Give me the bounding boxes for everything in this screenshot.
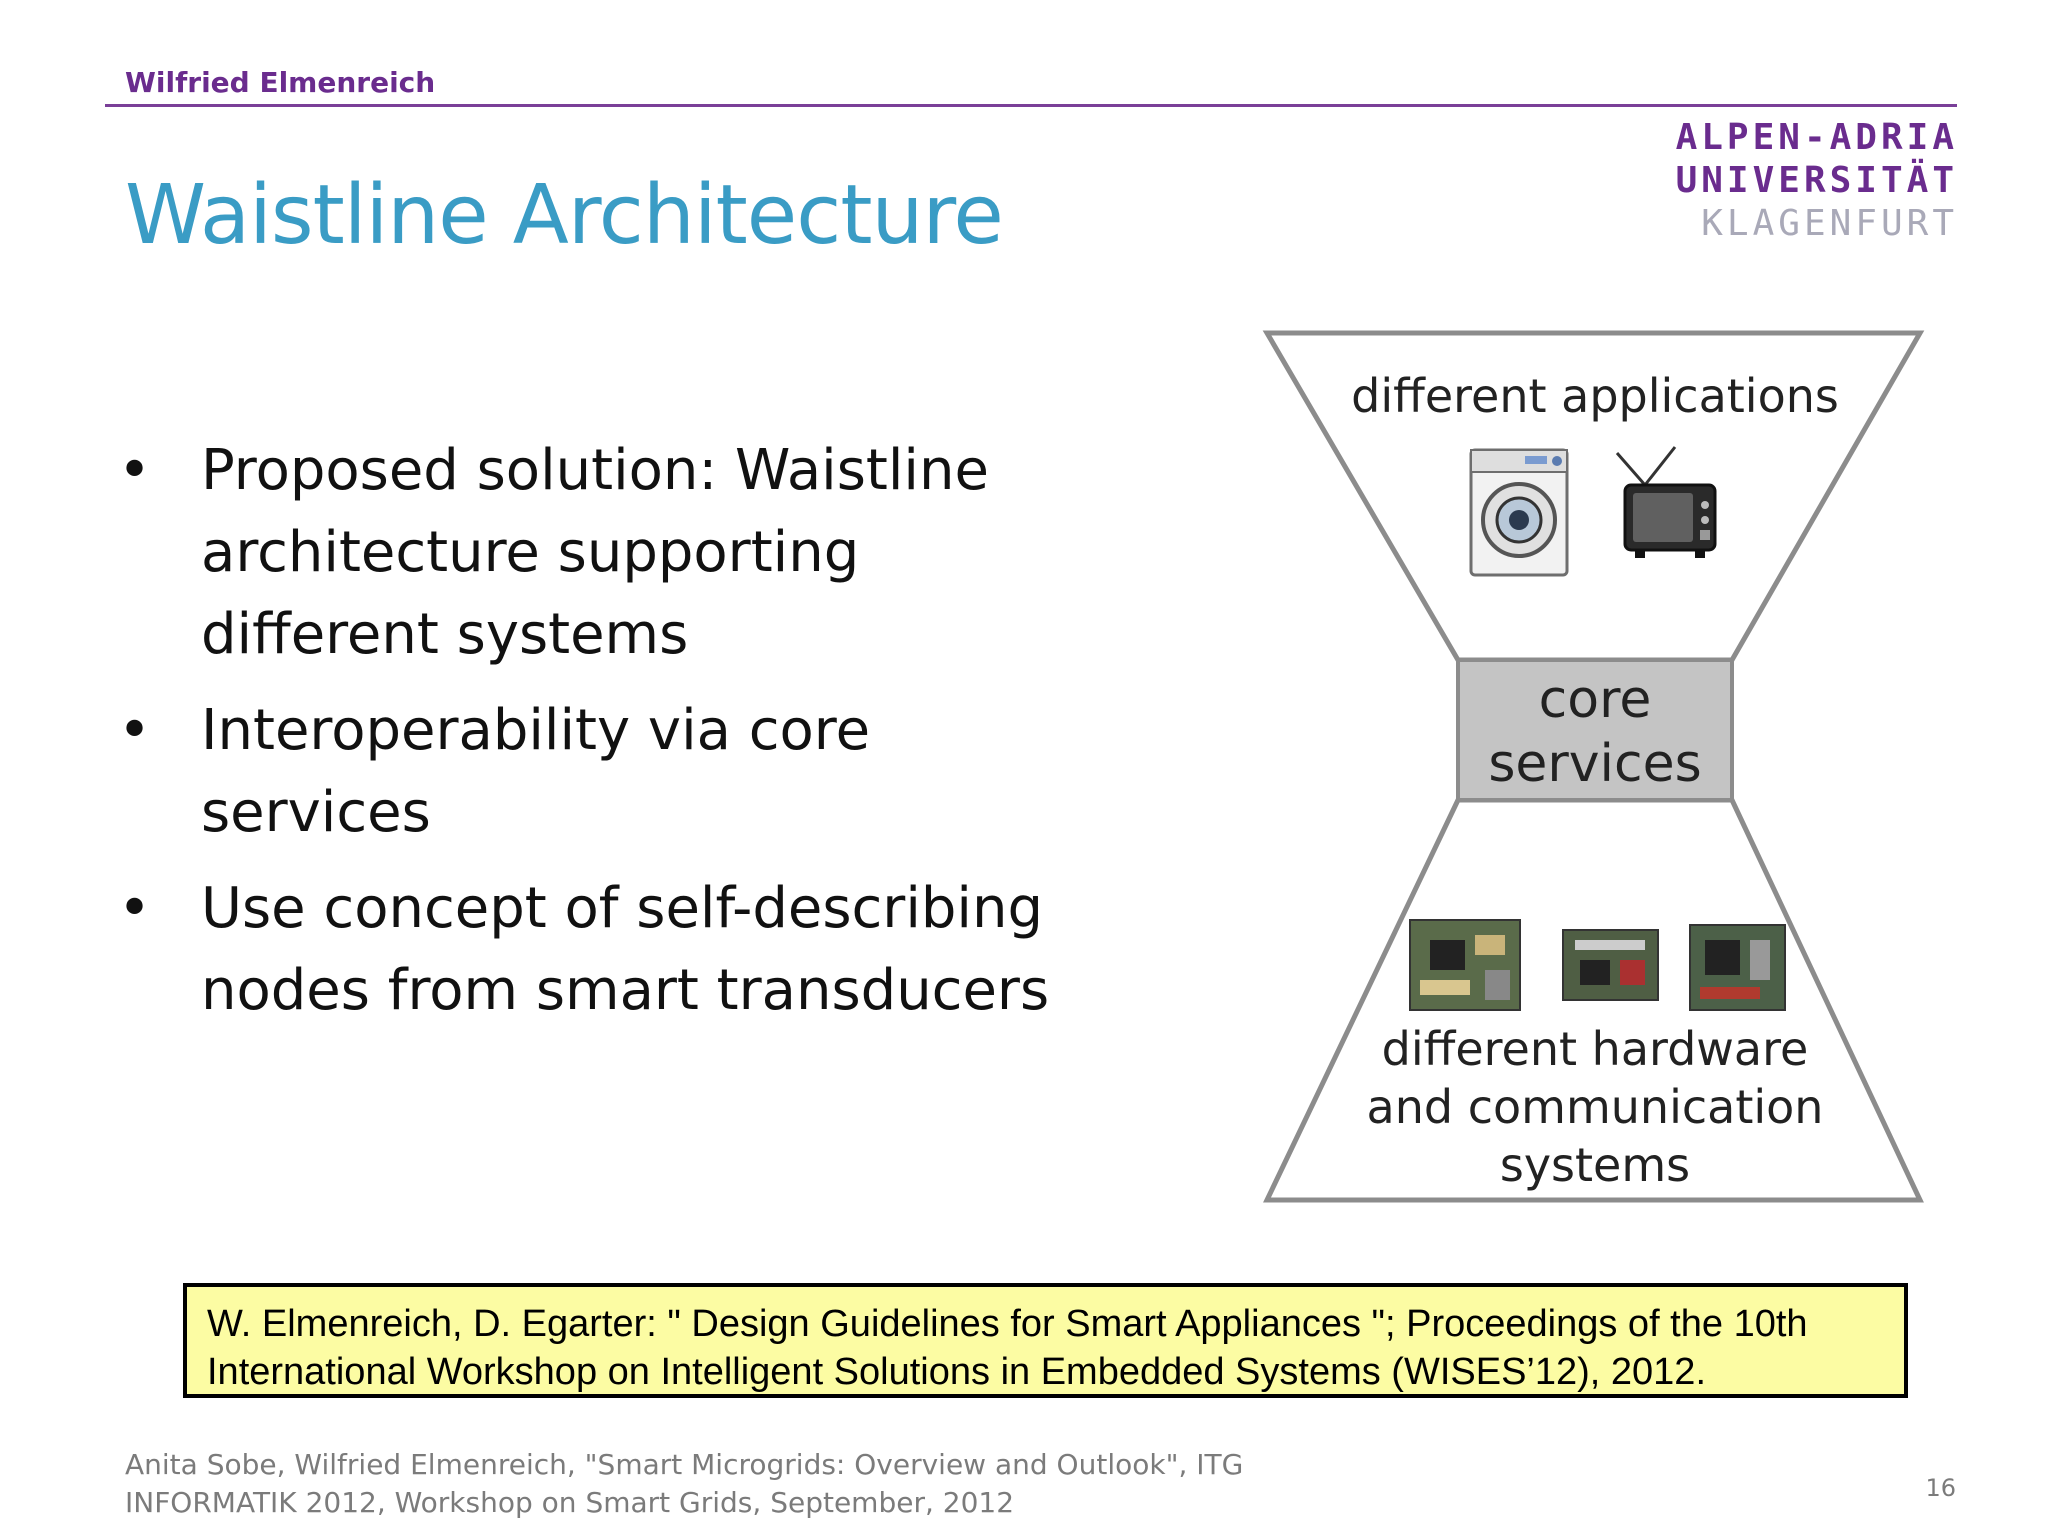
bullet-item: • Proposed solution: Waistline architect… (118, 430, 1078, 676)
waistline-shape (1262, 330, 1925, 1203)
television-icon (1615, 446, 1717, 558)
bullet-marker: • (118, 698, 152, 763)
diagram-core-label: core services (1458, 668, 1732, 796)
circuit-board-icon (1409, 919, 1521, 1011)
slide-title: Waistline Architecture (125, 168, 1004, 263)
circuit-board-icon (1689, 924, 1786, 1011)
header-divider (105, 104, 1957, 107)
diagram-bottom-label-line3: systems (1499, 1138, 1691, 1192)
header-author: Wilfried Elmenreich (125, 66, 436, 99)
diagram-bottom-label: different hardware and communication sys… (1315, 1020, 1875, 1194)
footer-line2: INFORMATIK 2012, Workshop on Smart Grids… (125, 1486, 1015, 1519)
diagram-core-label-line2: services (1488, 734, 1702, 794)
bullet-text: Proposed solution: Waistline architectur… (201, 438, 989, 667)
bullet-item: • Interoperability via core services (118, 690, 1078, 854)
diagram-bottom-label-line1: different hardware (1381, 1022, 1809, 1076)
university-logo: ALPEN-ADRIA UNIVERSITÄT KLAGENFURT (1676, 116, 1958, 245)
bullet-marker: • (118, 876, 152, 941)
bullet-text: Interoperability via core services (201, 698, 871, 845)
diagram-core-label-line1: core (1538, 670, 1652, 730)
university-logo-line2: UNIVERSITÄT (1675, 160, 1958, 201)
diagram-bottom-label-line2: and communication (1366, 1080, 1824, 1134)
waistline-diagram: different applications core services dif… (1255, 325, 1935, 1215)
university-logo-line1: ALPEN-ADRIA (1675, 117, 1958, 158)
circuit-board-icon (1562, 929, 1659, 1001)
page-number: 16 (1925, 1474, 1956, 1502)
bullet-marker: • (118, 438, 152, 503)
diagram-top-label: different applications (1351, 369, 1839, 423)
footer-line1: Anita Sobe, Wilfried Elmenreich, "Smart … (125, 1448, 1244, 1481)
bullet-list: • Proposed solution: Waistline architect… (118, 430, 1078, 1046)
citation-box: W. Elmenreich, D. Egarter: " Design Guid… (183, 1283, 1908, 1398)
core-box (1456, 658, 1734, 802)
university-logo-line3: KLAGENFURT (1701, 203, 1958, 244)
bullet-text: Use concept of self-describing nodes fro… (201, 876, 1050, 1023)
washing-machine-icon (1469, 448, 1569, 577)
footer-reference: Anita Sobe, Wilfried Elmenreich, "Smart … (125, 1446, 1243, 1522)
bullet-item: • Use concept of self-describing nodes f… (118, 868, 1078, 1032)
